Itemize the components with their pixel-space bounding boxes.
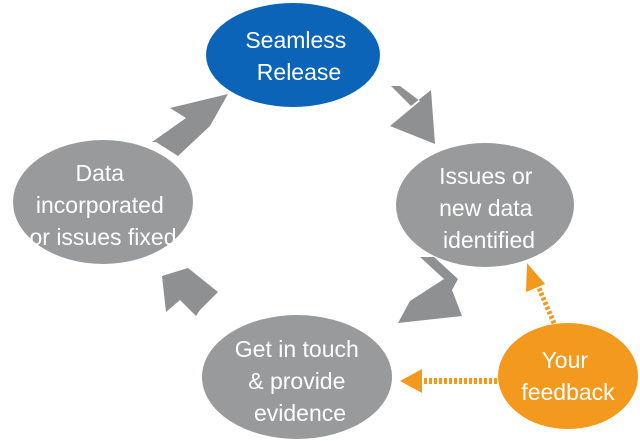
node-contact-label: Get in touch & provide evidence — [235, 336, 365, 426]
node-release-line-2: Release — [257, 59, 341, 85]
node-release-label: Seamless Release — [245, 27, 352, 85]
feedback-to-issues-head — [526, 263, 545, 292]
node-seamless-release: Seamless Release — [206, 3, 380, 107]
node-contact-line-2: & provide — [248, 368, 345, 394]
node-issues-shape — [396, 143, 574, 267]
node-feedback-label: Your feedback — [521, 347, 615, 405]
node-issues-label: Issues or new data identified — [439, 163, 539, 253]
feedback-to-contact-head — [400, 369, 422, 393]
feedback-to-issues-shaft — [535, 285, 563, 338]
node-contact-line-1: Get in touch — [235, 336, 359, 362]
node-fixed-shape — [13, 140, 193, 264]
arrow-release-to-issues — [390, 86, 435, 144]
arrow-issues-to-contact — [398, 257, 462, 323]
node-contact-shape — [202, 315, 392, 439]
node-issues-line-2: new data — [439, 195, 533, 221]
node-contact-line-3: evidence — [254, 400, 346, 426]
arrow-fixed-to-release — [152, 94, 228, 156]
node-release-line-1: Seamless — [245, 27, 346, 53]
cycle-arrows — [152, 86, 462, 323]
node-issues-line-1: Issues or — [439, 163, 533, 189]
node-fixed-line-1: Data — [76, 160, 125, 186]
node-release-shape — [206, 3, 380, 107]
node-fixed-line-2: incorporated — [36, 192, 164, 218]
node-fixed-label: Data incorporated or issues fixed — [29, 160, 176, 250]
node-get-in-touch: Get in touch & provide evidence — [202, 315, 392, 439]
node-data-incorporated: Data incorporated or issues fixed — [13, 140, 193, 264]
node-fixed-line-3: or issues fixed — [29, 224, 176, 250]
node-issues-line-3: identified — [443, 227, 535, 253]
node-feedback-line-1: Your — [542, 347, 589, 373]
arrow-contact-to-fixed — [162, 268, 218, 316]
node-feedback-shape — [498, 323, 638, 429]
node-feedback-line-2: feedback — [521, 379, 615, 405]
node-issues-identified: Issues or new data identified — [396, 143, 574, 267]
node-your-feedback: Your feedback — [498, 323, 638, 429]
feedback-arrows — [400, 263, 563, 393]
